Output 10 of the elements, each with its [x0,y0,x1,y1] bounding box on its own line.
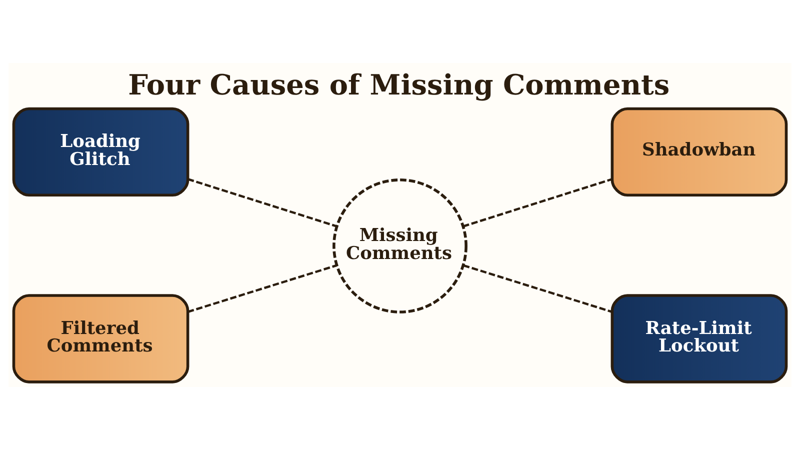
connector [462,178,612,228]
connector [188,178,337,228]
node-circle: Missing Comments [332,178,468,314]
diagram-title: Four Causes of Missing Comments [128,68,670,102]
node-box: Rate-Limit Lockout [610,294,788,384]
connector [463,264,612,313]
node-box: Shadowban [610,107,788,197]
node-box: Filtered Comments [12,294,190,384]
connector [188,264,337,313]
node-box: Loading Glitch [12,107,190,197]
